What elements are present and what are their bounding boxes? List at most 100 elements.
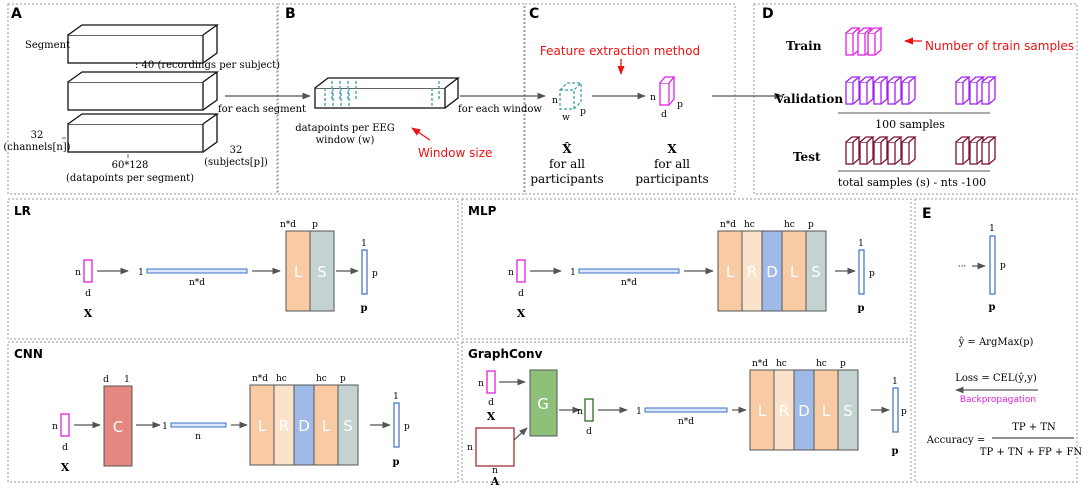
cnn-flat-vector [170,422,227,428]
cnn-relu-letter: R [279,417,289,435]
mlp-output-vector [858,249,865,295]
test-sample-cube [955,136,971,165]
recordings-label: : 40 (recordings per subject) [135,60,280,71]
panel-c-frame [524,3,736,195]
window-size-label: Window size [418,146,492,160]
gc-flat-nd: n*d [678,417,694,427]
panel-b-letter: B [285,6,296,22]
gc-input-d: d [488,398,494,408]
gc-graph-letter: G [537,395,549,413]
cube-p: p [580,107,586,117]
mlp-title: MLP [468,204,497,218]
lr-linear-layer [285,230,311,312]
window-dashes [324,81,440,108]
cnn-input-rect [60,413,70,437]
validation-note: 100 samples [875,118,945,131]
lr-output-label: p [361,303,368,314]
mlp-top-label: n*d [720,220,736,230]
x-participants: participants [635,172,708,186]
mlp-input-n: n [508,268,514,278]
validation-sample-cube [859,76,875,105]
train-sample-cube [845,27,861,56]
graphconv-frame [461,341,912,483]
mlp-input-d: d [518,289,524,299]
lr-top-p: p [312,220,318,230]
cnn-input-x: X [61,461,70,474]
mlp-softmax-layer [805,230,827,312]
lr-input-x: X [84,307,93,320]
gc-adj-n-left: n [467,443,473,453]
datapoints-num: 60*128 [112,160,149,171]
lr-linear-letter: L [294,263,303,281]
lr-flat-1: 1 [138,268,144,278]
recording-box-3 [67,113,220,153]
lr-top-nd: n*d [280,220,296,230]
mlp-top-label: hc [744,220,755,230]
gc-graph-d: d [586,427,592,437]
gc-output-p: p [901,407,907,417]
cnn-top-label: hc [276,374,287,384]
recording-box-2 [67,71,220,111]
segment-box [67,24,220,64]
cnn-top-label: n*d [252,374,268,384]
mlp-output-label: p [858,303,865,314]
e-output-label: p [989,302,996,313]
gc-adj-n-bottom: n [492,466,498,476]
cnn-conv-layer [103,385,133,467]
mlp-input-x: X [517,307,526,320]
mlp-dropout-letter: D [766,263,778,281]
train-sample-cube [867,27,883,56]
window-caption-2: window (w) [316,135,375,146]
gc-adj-a: A [490,475,500,488]
gc-output-label: p [892,446,899,457]
test-sample-cube [845,136,861,165]
e-accuracy-numerator: TP + TN [1012,422,1056,433]
panel-e-letter: E [922,206,932,222]
test-sample-cube [901,136,917,165]
validation-cubes [845,76,997,105]
panel-e-frame [914,198,1078,483]
subjects-label: (subjects[p]) [204,157,268,168]
train-cubes [845,27,883,56]
lr-output-vector [361,249,368,295]
test-sample-cube [969,136,985,165]
eeg-segment-box [314,77,460,109]
mlp-linear-letter: L [726,263,735,281]
cnn-output-p: p [404,422,410,432]
cnn-softmax-letter: S [343,417,353,435]
mlp-top-label: hc [784,220,795,230]
cnn-frame [7,341,459,483]
mlp-output-p: p [869,269,875,279]
lr-softmax-layer [309,230,335,312]
lr-frame [7,198,459,340]
cnn-conv-letter: C [113,418,123,436]
channels-label: (channels[n]) [3,142,70,153]
mlp-flat-nd: n*d [621,278,637,288]
e-output-p: p [1000,261,1006,271]
datapoints-label: (datapoints per segment) [66,173,194,184]
train-label: Train [786,39,822,53]
lr-output-p: p [372,269,378,279]
panel-c-letter: C [529,6,539,22]
lr-softmax-letter: S [317,263,327,281]
validation-sample-cube [981,76,997,105]
gc-graph-layer [529,369,558,437]
panel-d-frame [753,3,1078,195]
validation-sample-cube [887,76,903,105]
cnn-softmax-layer [337,384,359,466]
window-cube [559,82,583,110]
test-label: Test [793,150,821,164]
cnn-top-label: p [340,374,346,384]
gc-adjacency-rect [475,427,515,467]
xhat-symbol: X̂ [562,141,572,156]
gc-arrow-a [513,427,528,441]
validation-label: Validation [774,92,843,106]
feature-cube [659,76,676,106]
mlp-output-1: 1 [858,239,864,249]
mlp-linear-layer [781,230,807,312]
graphconv-top-label: hc [776,359,787,369]
